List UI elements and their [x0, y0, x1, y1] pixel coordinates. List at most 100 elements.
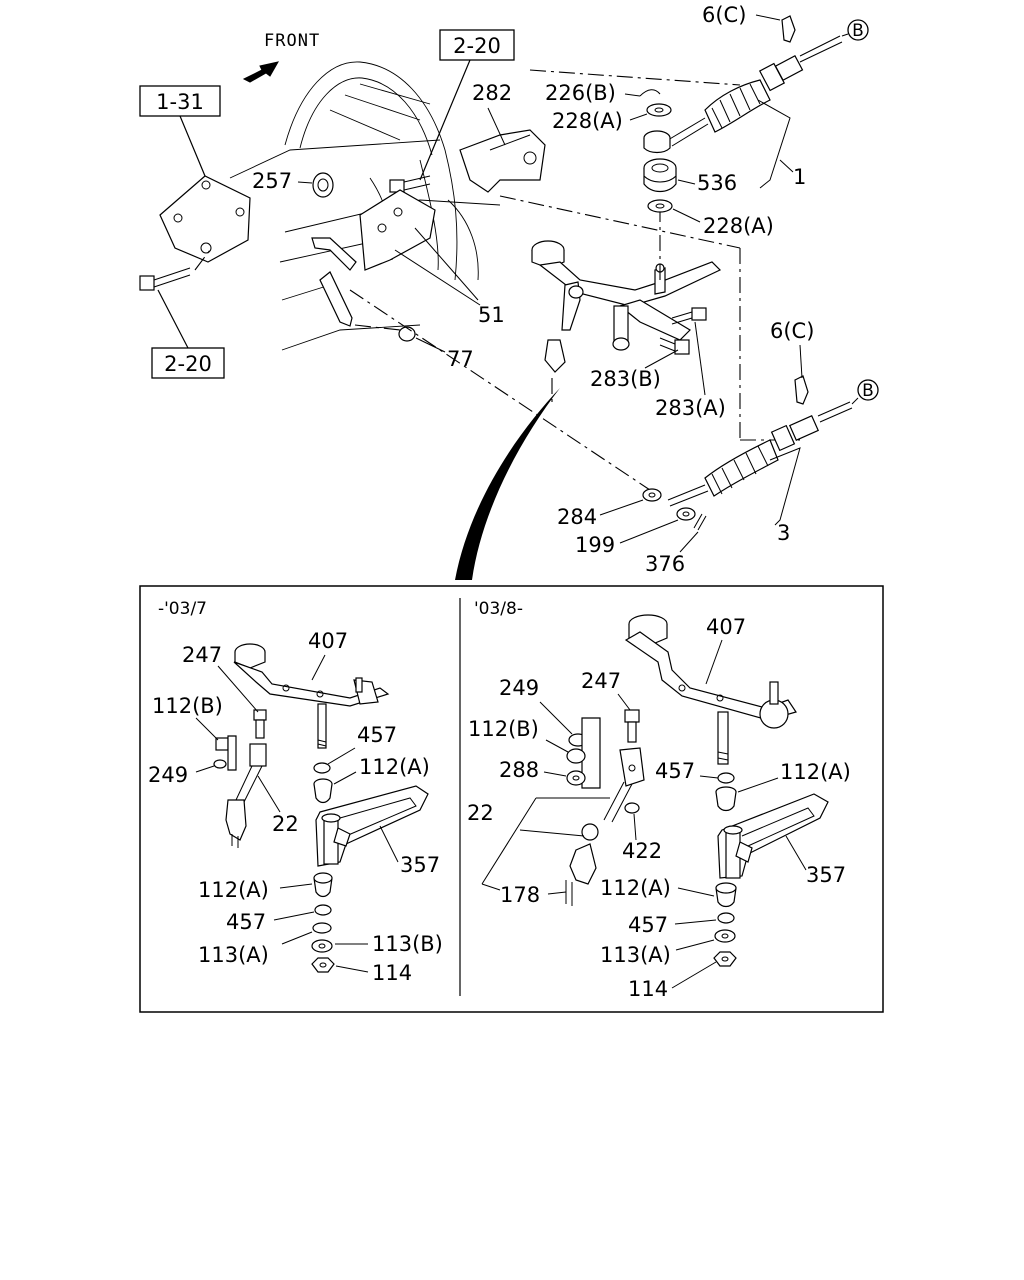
part-376-pin [693, 513, 707, 531]
front-label: FRONT [264, 31, 320, 51]
right-label-178: 178 [500, 883, 540, 907]
part-283a-bolt [671, 307, 707, 325]
inset-right-header: '03/8- [474, 599, 523, 619]
label-536: 536 [697, 171, 737, 195]
label-77: 77 [447, 347, 474, 371]
ref-1-31-label: 1-31 [156, 90, 204, 114]
right-407-lever [624, 614, 797, 765]
right-label-288: 288 [499, 758, 539, 782]
cable-end-b-icon-mid: B [857, 379, 879, 401]
part-226b-pin [639, 89, 661, 97]
right-288-spacer [566, 770, 586, 786]
front-arrow-icon [242, 61, 279, 83]
ref-box-2-20-top[interactable]: 2-20 [439, 29, 515, 61]
detail-inset: -'03/7 407 247 112(B) 249 [139, 585, 884, 1013]
part-283b-bolt [659, 337, 690, 355]
label-284: 284 [557, 505, 597, 529]
left-label-457a: 457 [357, 723, 397, 747]
label-51: 51 [478, 303, 505, 327]
left-label-112a-b: 112(A) [198, 878, 269, 902]
right-112a-bushing-a [715, 786, 737, 812]
part-199-washer [676, 507, 696, 521]
left-114-nut [311, 957, 335, 973]
label-226b: 226(B) [545, 81, 616, 105]
bolt-left [139, 267, 191, 291]
left-247-bolt [253, 709, 267, 739]
shift-lever-assembly [531, 240, 722, 373]
part-228a-washer-bottom [647, 199, 673, 213]
right-422-washer [624, 802, 640, 814]
label-1: 1 [793, 165, 806, 189]
left-label-247: 247 [182, 643, 222, 667]
ref-2-20-top-label: 2-20 [453, 34, 501, 58]
label-3: 3 [777, 521, 790, 545]
part-536-bushing [643, 158, 677, 193]
ref-2-20-left-label: 2-20 [164, 352, 212, 376]
right-label-112a-b: 112(A) [600, 876, 671, 900]
right-label-357: 357 [806, 863, 846, 887]
label-199: 199 [575, 533, 615, 557]
right-357-lever-arm [717, 793, 829, 879]
right-label-457a: 457 [655, 759, 695, 783]
part-228a-washer-top [646, 103, 672, 117]
right-114-nut [713, 951, 737, 967]
inset-left-header: -'03/7 [158, 599, 207, 619]
right-label-422: 422 [622, 839, 662, 863]
clip-6c-top [781, 15, 796, 43]
right-457-oring-b [717, 912, 735, 924]
left-label-22: 22 [272, 812, 299, 836]
cable-1 [667, 35, 843, 147]
part-282-bracket [459, 129, 546, 193]
label-283a: 283(A) [655, 396, 726, 420]
part-collar [643, 130, 671, 154]
right-label-457b: 457 [628, 913, 668, 937]
right-label-22: 22 [467, 801, 494, 825]
left-357-lever-arm [315, 785, 429, 867]
left-112a-bushing-a [313, 778, 333, 804]
right-label-247: 247 [581, 669, 621, 693]
label-283b: 283(B) [590, 367, 661, 391]
left-label-457b: 457 [226, 910, 266, 934]
part-51-bracket [359, 189, 436, 271]
left-457-oring-b [314, 904, 332, 916]
cable-end-b-icon-top: B [847, 19, 869, 41]
cable-3 [667, 401, 853, 507]
cable-end-b-icon: B [852, 21, 864, 41]
left-label-114: 114 [372, 961, 412, 985]
front-indicator: FRONT [242, 31, 320, 83]
label-6c-mid: 6(C) [770, 319, 814, 343]
left-label-249: 249 [148, 763, 188, 787]
ref-box-2-20-left[interactable]: 2-20 [151, 347, 225, 379]
detail-callout-arrow [455, 388, 560, 580]
right-457-oring-a [717, 772, 735, 784]
left-label-112a-a: 112(A) [359, 755, 430, 779]
label-282: 282 [472, 81, 512, 105]
left-457-oring-a [313, 762, 331, 774]
right-label-114: 114 [628, 977, 668, 1001]
left-label-113b: 113(B) [372, 932, 443, 956]
left-label-407: 407 [308, 629, 348, 653]
label-376: 376 [645, 552, 685, 576]
left-407-lever [233, 643, 390, 749]
right-label-113a: 113(A) [600, 943, 671, 967]
label-257: 257 [252, 169, 292, 193]
clip-6c-mid [794, 375, 809, 405]
part-257-spacer [312, 172, 334, 198]
left-label-112b: 112(B) [152, 694, 223, 718]
left-label-113a: 113(A) [198, 943, 269, 967]
left-label-357: 357 [400, 853, 440, 877]
right-112a-bushing-b [715, 882, 737, 908]
right-113a-washer [714, 929, 736, 943]
ref-box-1-31[interactable]: 1-31 [139, 85, 221, 117]
left-22-rod [225, 743, 267, 848]
left-112a-bushing-b [313, 872, 333, 898]
part-77-bracket [311, 237, 416, 342]
mount-bracket-left [159, 175, 251, 263]
left-112b-bushing [213, 735, 237, 771]
right-label-112b: 112(B) [468, 717, 539, 741]
right-247-bolt [624, 709, 640, 743]
right-label-249: 249 [499, 676, 539, 700]
right-label-112a-a: 112(A) [780, 760, 851, 784]
part-284-washer [642, 488, 662, 502]
